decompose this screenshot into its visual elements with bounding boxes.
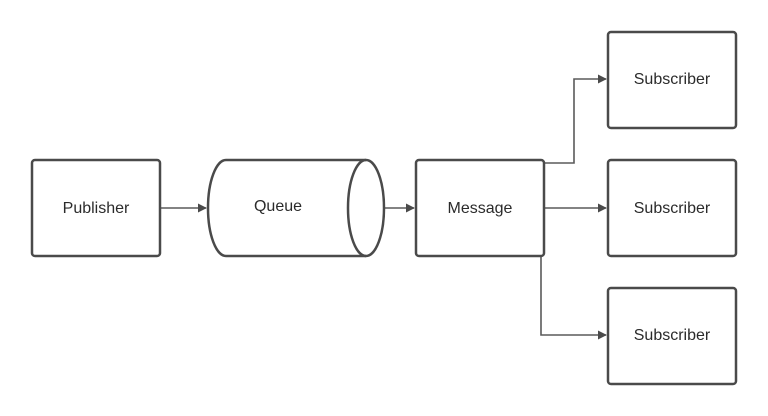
- subscriber-node-top: Subscriber: [606, 30, 738, 130]
- publisher-label: Publisher: [63, 200, 130, 217]
- subscriber-label-top: Subscriber: [634, 71, 711, 88]
- queue-label: Queue: [254, 198, 302, 215]
- subscriber-node-middle: Subscriber: [606, 158, 738, 258]
- queue-node: Queue: [206, 158, 386, 258]
- edge-message-to-subscriber-top: [544, 74, 607, 164]
- subscriber-label-middle: Subscriber: [634, 200, 711, 217]
- edge-message-to-subscriber-bottom: [540, 256, 607, 340]
- subscriber-node-bottom: Subscriber: [606, 286, 738, 386]
- subscriber-label-bottom: Subscriber: [634, 327, 711, 344]
- message-label: Message: [448, 200, 513, 217]
- message-node: Message: [414, 158, 546, 258]
- publisher-node: Publisher: [30, 158, 162, 258]
